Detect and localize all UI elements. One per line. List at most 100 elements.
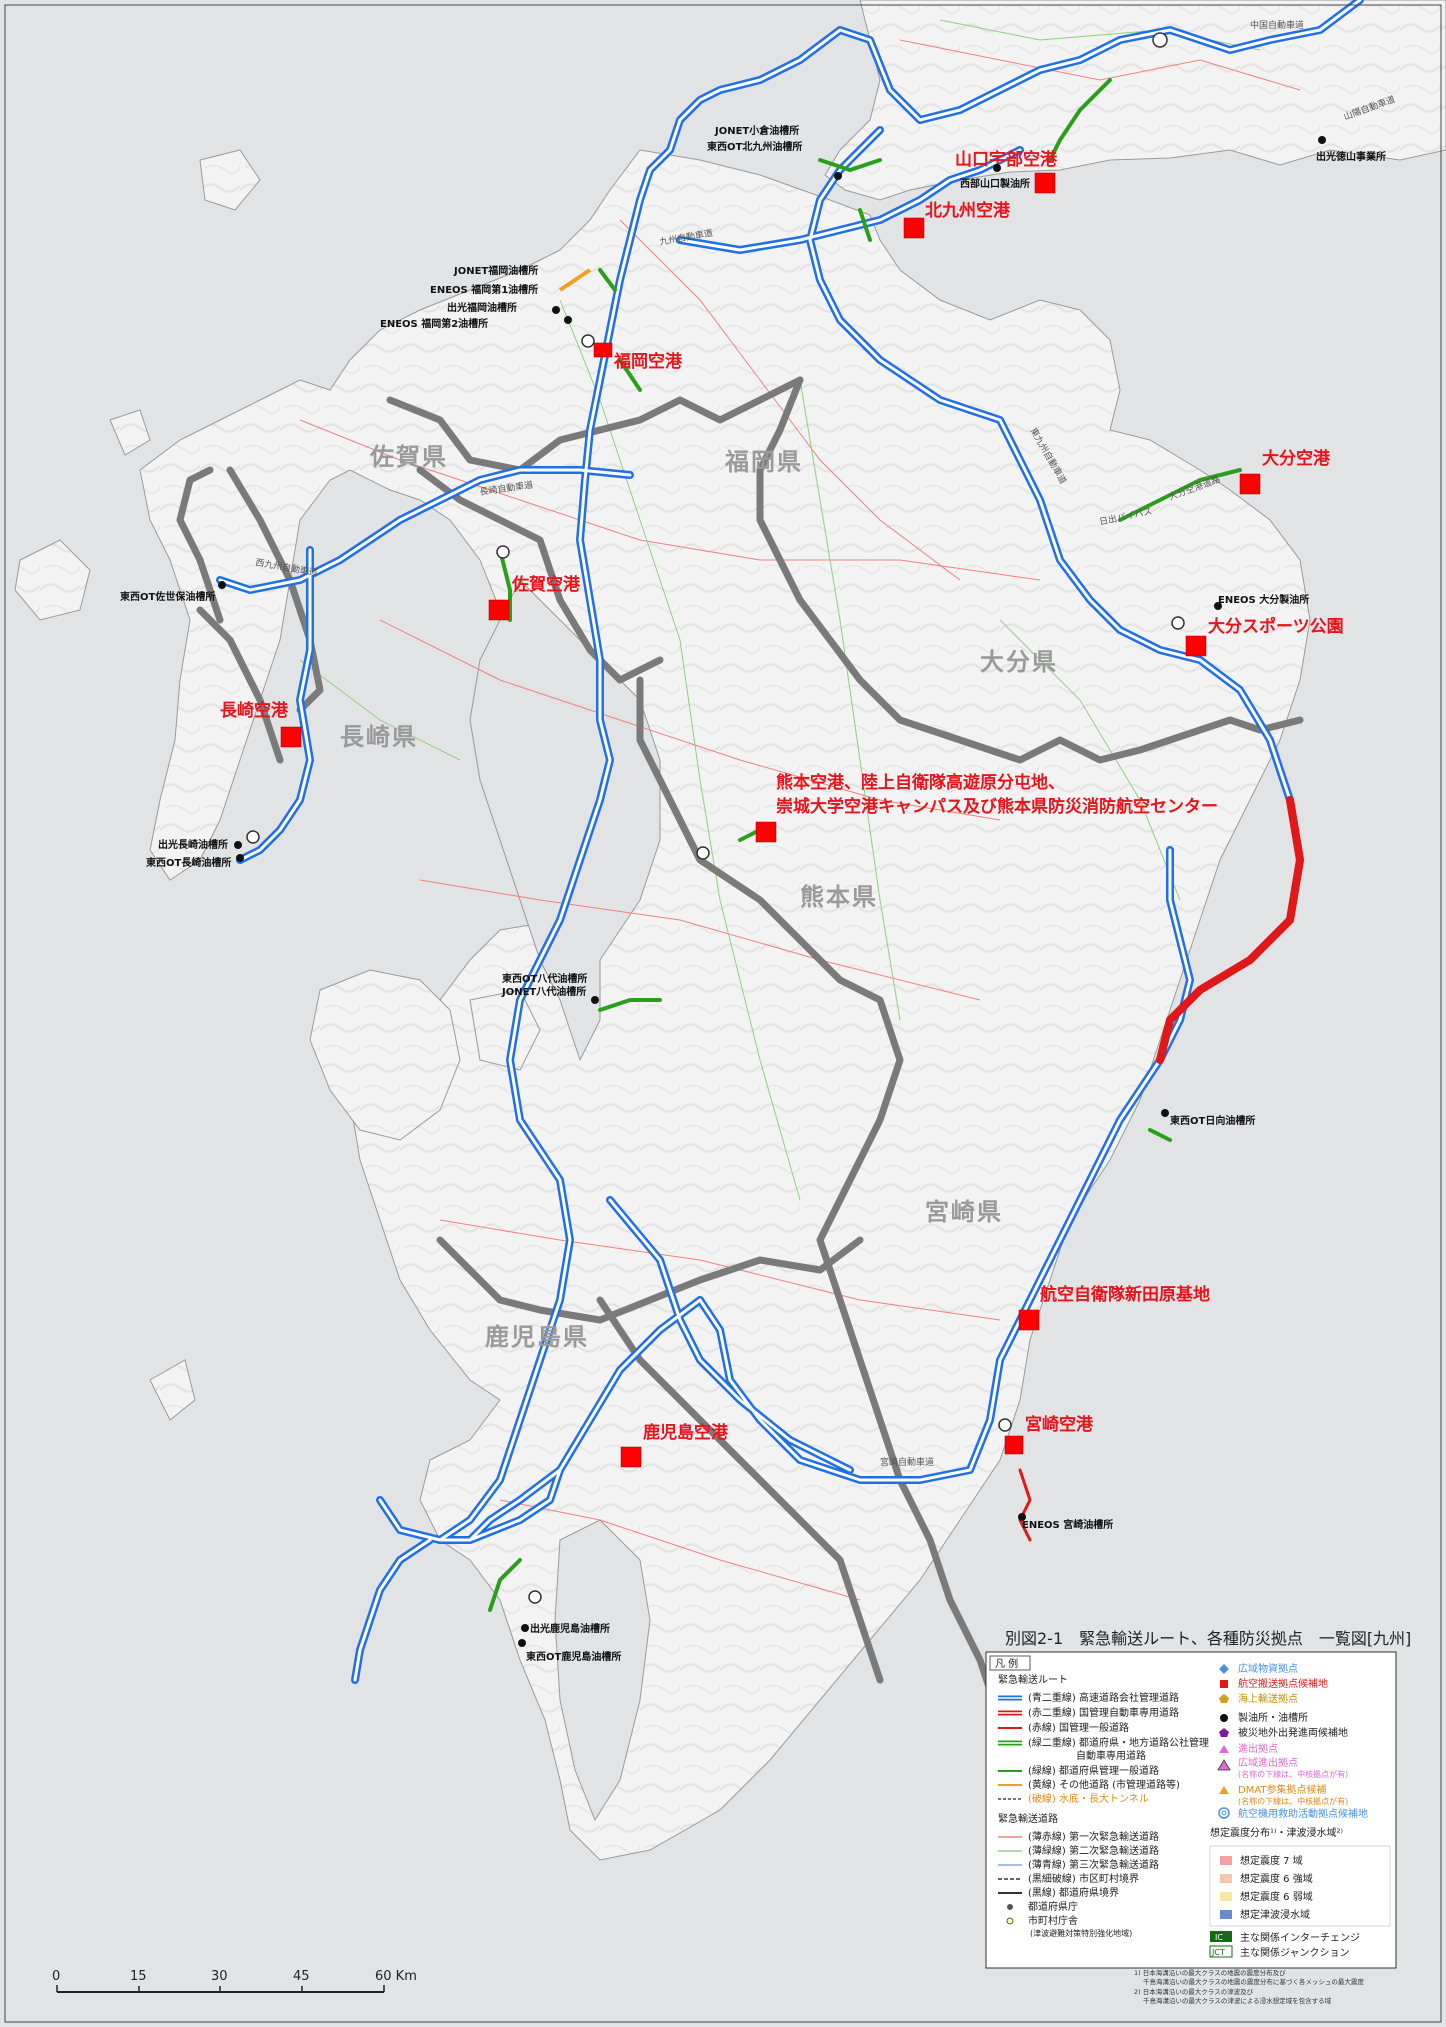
- scale-15: 15: [130, 1969, 147, 1984]
- kyushu-land: [139, 149, 1311, 1861]
- legend-r0: (薄赤線) 第一次緊急輸送道路: [1028, 1830, 1159, 1843]
- scale-30: 30: [211, 1969, 228, 1984]
- label-idemitsu-fukuoka: 出光福岡油槽所: [447, 301, 517, 314]
- svg-text:別図2-1 緊急輸送ルート、各種防災拠点 一覧図[九州]: 別図2-1 緊急輸送ルート、各種防災拠点 一覧図[九州]: [1005, 1629, 1411, 1648]
- label-idemitsu-kagoshima: 出光鹿児島油槽所: [530, 1622, 610, 1635]
- national-expressway: [1018, 796, 1304, 1542]
- label-saga: 佐賀空港: [511, 574, 581, 595]
- legend-seismic-title: 想定震度分布¹⁾・津波浸水域²⁾: [1210, 1826, 1343, 1839]
- pref-saga: 佐賀県: [369, 443, 448, 471]
- road-miyazaki: 宮崎自動車道: [880, 1456, 934, 1468]
- pref-miyazaki: 宮崎県: [925, 1198, 1003, 1226]
- svg-text:千島海溝沿いの最大クラスの地震の震度分布に基づく各メッシュの: 千島海溝沿いの最大クラスの地震の震度分布に基づく各メッシュの最大震度: [1143, 1977, 1364, 1986]
- amakusa-island: [309, 969, 461, 1141]
- road-chugoku: 中国自動車道: [1250, 19, 1304, 31]
- legend-l7: (破線) 水底・長大トンネル: [1028, 1792, 1149, 1805]
- tsushima-island: [109, 409, 151, 456]
- scale-bar: 0 15 30 45 60 Km: [52, 1969, 417, 1993]
- honshu-land: [824, 0, 1446, 201]
- legend-l3: (緑二重線) 都道府県・地方道路公社管理: [1028, 1736, 1209, 1749]
- legend-r6: 市町村庁舎: [1028, 1914, 1078, 1927]
- pref-fukuoka: 福岡県: [724, 448, 803, 476]
- expressways: [216, 0, 1364, 1684]
- label-kumamoto-2: 崇城大学空港キャンパス及び熊本県防災消防航空センター: [776, 796, 1218, 817]
- legend-l5: (緑線) 都道府県管理一般道路: [1028, 1764, 1159, 1777]
- koshiki-island: [149, 1359, 196, 1421]
- legend-s2: 想定震度 6 弱域: [1240, 1890, 1313, 1903]
- scale-0: 0: [52, 1969, 60, 1984]
- aviation-rescue-markers: [246, 32, 1185, 1604]
- legend-p3: 製油所・油槽所: [1238, 1711, 1308, 1724]
- legend-footnotes: 1) 日本海溝沿いの最大クラスの地震の震度分布及び 千島海溝沿いの最大クラスの地…: [1134, 1968, 1364, 2005]
- legend-road-title: 緊急輸送道路: [998, 1812, 1058, 1825]
- legend-p0: 広域物資拠点: [1238, 1662, 1298, 1675]
- legend-r2: (薄青線) 第三次緊急輸送道路: [1028, 1858, 1159, 1871]
- legend-l2: (赤線) 国管理一般道路: [1028, 1721, 1129, 1734]
- scale-45: 45: [293, 1969, 310, 1984]
- legend-r3: (黒細破線) 市区町村境界: [1028, 1872, 1139, 1885]
- other-road-yellow: [558, 268, 592, 292]
- iki-island: [199, 149, 261, 211]
- label-kitakyushu: 北九州空港: [925, 200, 1011, 221]
- map-title: 別図2-1 緊急輸送ルート、各種防災拠点 一覧図[九州]: [1005, 1629, 1411, 1648]
- legend-ic-badge: IC: [1215, 1933, 1223, 1942]
- label-kagoshima: 鹿児島空港: [643, 1422, 729, 1443]
- label-jonet-kokura: JONET小倉油槽所: [714, 124, 799, 137]
- pref-oita: 大分県: [980, 648, 1058, 676]
- svg-text:1) 日本海溝沿いの最大クラスの地震の震度分布及び: 1) 日本海溝沿いの最大クラスの地震の震度分布及び: [1134, 1968, 1286, 1977]
- scale-60: 60 Km: [375, 1969, 417, 1984]
- legend-p8: DMAT参集拠点候補: [1238, 1783, 1327, 1796]
- legend-r7: (津波避難対策特別強化地域): [1030, 1928, 1132, 1938]
- label-eneos-oita: ENEOS 大分製油所: [1218, 593, 1309, 606]
- label-tozai-kitakyushu: 東西OT北九州油槽所: [707, 140, 802, 153]
- label-fukuoka: 福岡空港: [613, 351, 683, 372]
- label-tozai-hyuga: 東西OT日向油槽所: [1170, 1114, 1255, 1127]
- legend-l0: (青二重線) 高速道路会社管理道路: [1028, 1691, 1179, 1704]
- oil-depot-markers: [218, 136, 1326, 1647]
- label-tozai-yatsushiro: 東西OT八代油槽所: [502, 972, 587, 985]
- prefecture-boundaries: [176, 376, 1304, 1724]
- label-kumamoto-1: 熊本空港、陸上自衛隊高遊原分屯地、: [776, 772, 1065, 793]
- legend-r1: (薄緑線) 第二次緊急輸送道路: [1028, 1844, 1159, 1857]
- legend-route-title: 緊急輸送ルート: [998, 1673, 1068, 1686]
- legend-p2: 海上輸送拠点: [1238, 1692, 1298, 1705]
- label-miyazaki: 宮崎空港: [1025, 1414, 1094, 1435]
- label-eneos-fukuoka1: ENEOS 福岡第1油槽所: [430, 283, 538, 296]
- kagoshima-bay: [554, 1519, 651, 1822]
- legend-p9: (名称の下線は、中核拠点が有): [1238, 1796, 1348, 1806]
- label-nagasaki: 長崎空港: [220, 700, 289, 721]
- legend-l4: 自動車専用道路: [1076, 1749, 1146, 1762]
- label-yamaguchi-ube: 山口宇部空港: [955, 149, 1058, 170]
- pref-kagoshima: 鹿児島県: [485, 1323, 589, 1351]
- label-jonet-fukuoka: JONET福岡油槽所: [453, 264, 538, 277]
- legend-s3: 想定津波浸水域: [1240, 1908, 1310, 1921]
- label-idemitsu-tokuyama: 出光徳山事業所: [1316, 150, 1386, 163]
- legend-p5: 進出拠点: [1238, 1742, 1278, 1755]
- legend-p1: 航空搬送拠点候補地: [1238, 1677, 1328, 1690]
- legend-l6: (黄線) その他道路 (市管理道路等): [1028, 1778, 1180, 1791]
- map-frame: [4, 4, 1442, 2023]
- pref-nagasaki: 長崎県: [340, 723, 418, 751]
- legend-p10: 航空機用救助活動拠点候補地: [1238, 1807, 1368, 1820]
- label-seibu-yamaguchi: 西部山口製油所: [960, 177, 1030, 190]
- secondary-roads: [299, 19, 1301, 1601]
- legend-jct: 主な関係ジャンクション: [1240, 1947, 1350, 1959]
- label-tozai-sasebo: 東西OT佐世保油槽所: [120, 590, 215, 603]
- label-eneos-fukuoka2: ENEOS 福岡第2油槽所: [380, 317, 488, 330]
- legend-ic: 主な関係インターチェンジ: [1240, 1932, 1360, 1944]
- label-tozai-kagoshima: 東西OT鹿児島油槽所: [526, 1650, 621, 1663]
- svg-text:2) 日本海溝沿いの最大クラスの津波及び: 2) 日本海溝沿いの最大クラスの津波及び: [1134, 1987, 1254, 1996]
- legend-s1: 想定震度 6 強域: [1240, 1872, 1313, 1885]
- legend-header: 凡 例: [995, 1657, 1018, 1670]
- legend-p6: 広域進出拠点: [1238, 1756, 1298, 1769]
- legend-p7: (名称の下線は、中核拠点が有): [1238, 1769, 1348, 1779]
- legend-r5: 都道府県庁: [1028, 1900, 1078, 1913]
- label-idemitsu-nagasaki: 出光長崎油槽所: [158, 838, 228, 851]
- miyazaki-national-road: [1018, 1468, 1032, 1542]
- legend-l1: (赤二重線) 国管理自動車専用道路: [1028, 1706, 1179, 1719]
- label-oita: 大分空港: [1262, 448, 1331, 469]
- goto-island: [14, 539, 91, 621]
- pref-kumamoto: 熊本県: [800, 883, 878, 911]
- label-oita-sports: 大分スポーツ公園: [1208, 616, 1344, 637]
